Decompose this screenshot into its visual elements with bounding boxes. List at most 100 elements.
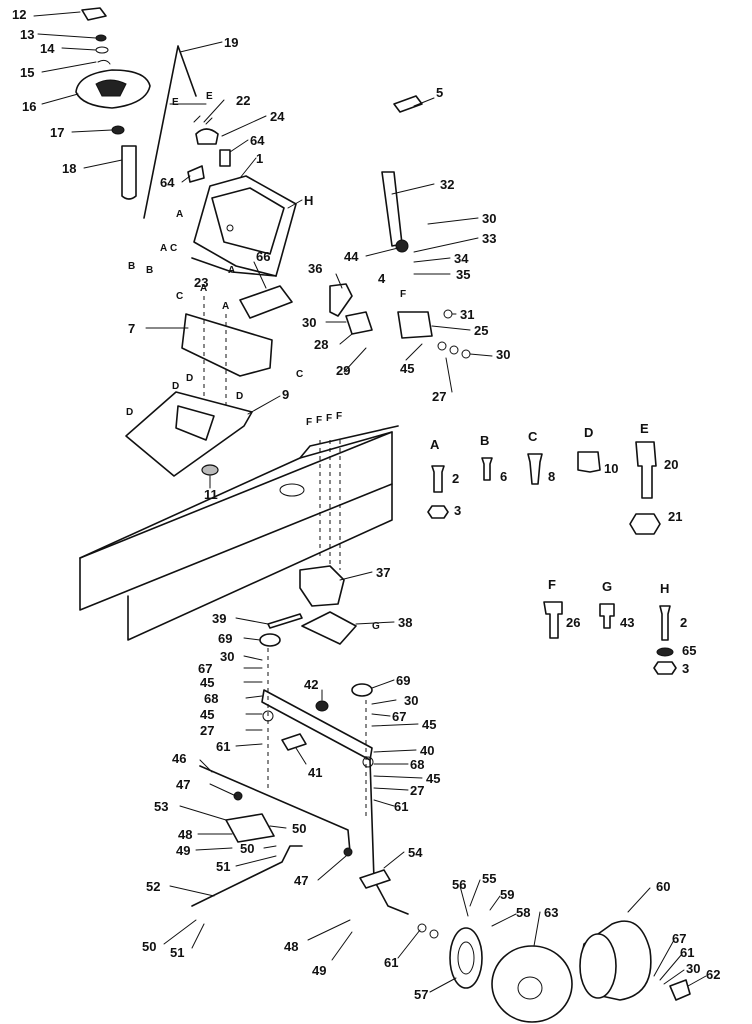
- ref-letter-c-3: C: [296, 369, 304, 380]
- tire-face: [579, 933, 617, 999]
- callout-31: 31: [460, 307, 475, 322]
- part-32-lever: [381, 171, 403, 247]
- callout-1: 1: [256, 151, 264, 166]
- part-24-bearing: [195, 128, 219, 145]
- ref-letter-a-2: A: [160, 243, 168, 254]
- callout-52: 52: [146, 879, 161, 894]
- callout-45-arm-3: 45: [422, 717, 437, 732]
- spindle-arm: [359, 869, 391, 889]
- callout-47-right: 47: [294, 873, 309, 888]
- alignment-lines-spindles: [267, 648, 367, 820]
- part-39-bolt: [267, 613, 303, 629]
- key-h-nut-drawing: [653, 661, 677, 675]
- key-f-item-26: 26: [566, 615, 581, 630]
- callout-45-arm-4: 45: [426, 771, 441, 786]
- ref-letter-d-4: D: [236, 391, 244, 402]
- callout-37: 37: [376, 565, 391, 580]
- part-5-clip: [393, 95, 423, 113]
- part-38-plate: [301, 611, 357, 645]
- ref-letter-f-5: F: [400, 289, 407, 300]
- key-e-bolt-drawing: [635, 441, 657, 499]
- ref-letter-a-3: A: [228, 265, 236, 276]
- callout-23: 23: [194, 275, 209, 290]
- key-h-washer-drawing: [656, 647, 674, 657]
- key-h-bolt-drawing: [659, 605, 671, 641]
- key-f-bolt-drawing: [543, 601, 563, 639]
- callout-4: 4: [378, 271, 386, 286]
- key-c-bolt-drawing: [527, 453, 543, 485]
- callout-49-left: 49: [176, 843, 191, 858]
- part-7-support: [181, 313, 273, 377]
- alignment-lines-f: [319, 440, 341, 570]
- key-letter-c: C: [528, 429, 538, 444]
- callout-47-left: 47: [176, 777, 191, 792]
- callout-18: 18: [62, 161, 77, 176]
- callout-53: 53: [154, 799, 169, 814]
- callout-44: 44: [344, 249, 359, 264]
- key-g-item-43: 43: [620, 615, 635, 630]
- part-37-bracket: [299, 565, 345, 607]
- callout-50-c: 50: [142, 939, 157, 954]
- callout-59: 59: [500, 887, 515, 902]
- ref-letter-f-1: F: [306, 417, 313, 428]
- callout-12: 12: [12, 7, 27, 22]
- key-letter-h: H: [660, 581, 670, 596]
- callout-19: 19: [224, 35, 239, 50]
- key-e-item-20: 20: [664, 457, 679, 472]
- callout-56: 56: [452, 877, 467, 892]
- part-11-grommet: [201, 464, 219, 476]
- callout-48-right: 48: [284, 939, 299, 954]
- ref-letter-d-3: D: [126, 407, 134, 418]
- callout-61-right: 61: [394, 799, 409, 814]
- key-d-bolt-drawing: [577, 451, 601, 473]
- ref-letter-b-1: B: [128, 261, 136, 272]
- callout-57: 57: [414, 987, 429, 1002]
- callout-24: 24: [270, 109, 285, 124]
- callout-63: 63: [544, 905, 559, 920]
- leader-lines: [33, 11, 707, 993]
- dash-panel-recess: [211, 187, 285, 255]
- ref-letter-b-2: B: [146, 265, 154, 276]
- key-a-bolt-drawing: [431, 465, 445, 493]
- ref-letter-d-1: D: [186, 373, 194, 384]
- callout-39: 39: [212, 611, 227, 626]
- part-52-drag-link: [191, 845, 303, 907]
- part-46-tie-rod: [199, 765, 351, 853]
- part-31-washer: [443, 309, 453, 319]
- alignment-lines-a: [203, 296, 227, 420]
- part-54-spindle: [369, 759, 409, 915]
- part-40-axle-beam: [261, 689, 373, 761]
- callout-51-b: 51: [170, 945, 185, 960]
- part-13-nut: [95, 34, 107, 42]
- ref-letter-d-2: D: [172, 381, 180, 392]
- part-69-cap-right: [351, 683, 373, 697]
- callout-h: H: [304, 193, 314, 208]
- callout-30-right: 30: [496, 347, 511, 362]
- key-h-item-2: 2: [680, 615, 688, 630]
- callout-51-a: 51: [216, 859, 231, 874]
- callout-50-a: 50: [292, 821, 307, 836]
- part-27-washer-a: [437, 341, 447, 351]
- key-h-item-65: 65: [682, 643, 697, 658]
- part-64-left-pin: [187, 165, 205, 183]
- callout-28: 28: [314, 337, 329, 352]
- key-letter-a: A: [430, 437, 440, 452]
- part-17-bushing: [111, 125, 125, 135]
- callout-48-left: 48: [178, 827, 193, 842]
- right-spindle-washer: [362, 756, 374, 768]
- ref-letter-f-4: F: [336, 411, 343, 422]
- key-a-item-2: 2: [452, 471, 460, 486]
- callout-62: 62: [706, 967, 721, 982]
- part-61-washer-a: [417, 923, 427, 933]
- part-12-cap: [81, 7, 107, 21]
- part-41-block: [281, 733, 307, 751]
- key-letter-g: G: [602, 579, 613, 594]
- part-23-bracket: [191, 257, 277, 277]
- ref-letter-c-1: C: [170, 243, 178, 254]
- callout-55: 55: [482, 871, 497, 886]
- callout-27-left: 27: [200, 723, 215, 738]
- callout-61-left: 61: [216, 739, 231, 754]
- key-h-item-3: 3: [682, 661, 690, 676]
